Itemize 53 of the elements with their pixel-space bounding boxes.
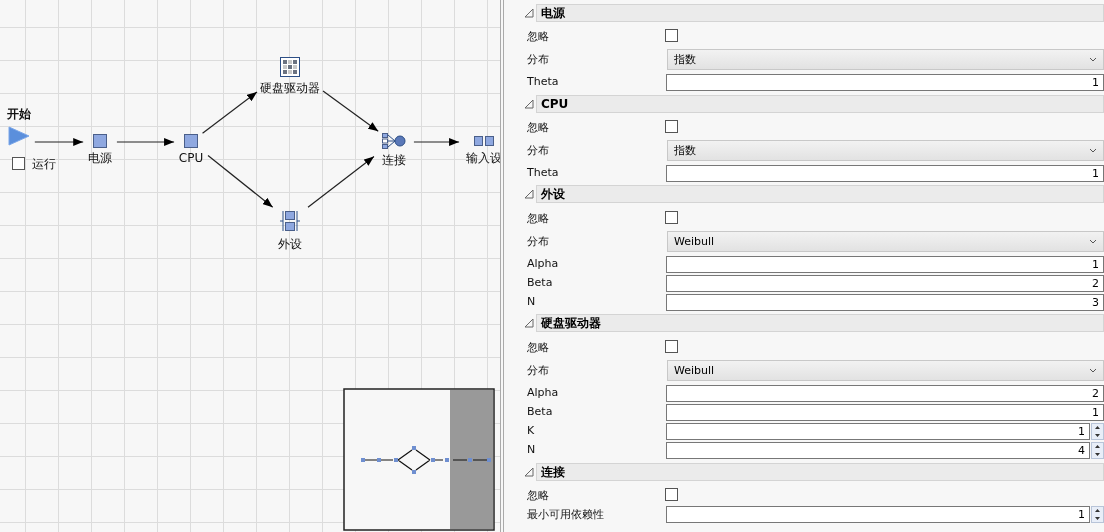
input-field: 3 xyxy=(666,294,1104,311)
field-label: N xyxy=(527,443,536,456)
dropdown: 指数 xyxy=(667,140,1104,161)
dropdown: 指数 xyxy=(667,49,1104,70)
checkbox-label: 运行 xyxy=(32,156,56,173)
input-field: 2 xyxy=(666,275,1104,292)
field-label: Beta xyxy=(527,276,553,289)
field-label: 忽略 xyxy=(527,340,549,355)
dropdown: Weibull xyxy=(667,231,1104,252)
field-label: 分布 xyxy=(527,363,549,378)
field-label: Theta xyxy=(527,75,559,88)
input-field: 1 xyxy=(666,165,1104,182)
field-label: 忽略 xyxy=(527,488,549,503)
block-label: 硬盘驱动器 xyxy=(260,81,320,96)
section-heading: CPU xyxy=(536,95,1104,113)
input-field: 1 xyxy=(666,404,1104,421)
section-heading: 硬盘驱动器 xyxy=(536,314,1104,332)
arrow xyxy=(307,156,375,208)
field-label: 忽略 xyxy=(527,29,549,44)
arrow xyxy=(322,90,379,132)
input-field: 1 xyxy=(666,256,1104,273)
input-field: 1 xyxy=(666,506,1090,523)
block-label: 输入设 xyxy=(466,151,502,166)
section-heading: 外设 xyxy=(536,185,1104,203)
arrow xyxy=(201,91,258,134)
field-label: 分布 xyxy=(527,143,549,158)
section-heading: 电源 xyxy=(536,4,1104,22)
field-label: 忽略 xyxy=(527,120,549,135)
arrow xyxy=(413,138,460,146)
block-label: CPU xyxy=(178,151,204,166)
block-label: 连接 xyxy=(382,153,406,168)
section-heading: 连接 xyxy=(536,463,1104,481)
field-label: Alpha xyxy=(527,386,559,399)
block-label: 电源 xyxy=(88,151,112,166)
input-field: 1 xyxy=(666,423,1090,440)
field-label: 最小可用依赖性 xyxy=(527,507,604,522)
field-label: 分布 xyxy=(527,234,549,249)
field-label: K xyxy=(527,424,535,437)
field-label: Alpha xyxy=(527,257,559,270)
arrow xyxy=(207,154,274,208)
field-label: Theta xyxy=(527,166,559,179)
input-field: 4 xyxy=(666,442,1090,459)
field-label: N xyxy=(527,295,536,308)
field-label: Beta xyxy=(527,405,553,418)
input-field: 2 xyxy=(666,385,1104,402)
field-label: 分布 xyxy=(527,52,549,67)
arrow xyxy=(116,138,175,146)
block-label: 外设 xyxy=(278,237,302,252)
field-label: 忽略 xyxy=(527,211,549,226)
arrow xyxy=(34,138,84,146)
start-label: 开始 xyxy=(7,107,31,122)
dropdown: Weibull xyxy=(667,360,1104,381)
input-field: 1 xyxy=(666,74,1104,91)
